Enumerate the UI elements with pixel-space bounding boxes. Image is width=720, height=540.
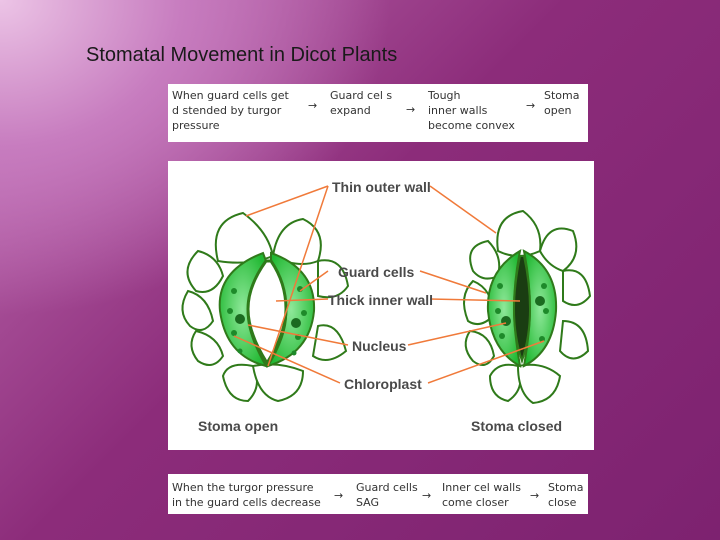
label-pointers xyxy=(233,185,545,384)
closing-step-3: Inner cel walls come closer xyxy=(442,481,521,509)
closed-guard-cells xyxy=(486,249,558,368)
closing-step-2: Guard cells SAG xyxy=(356,481,418,509)
label-thick-inner-wall: Thick inner wall xyxy=(328,292,433,308)
opening-step-3: Tough inner walls become convex xyxy=(428,89,515,132)
open-stoma-epidermal-cells xyxy=(181,211,350,403)
closing-step-4: Stoma close xyxy=(548,481,584,509)
opening-step-1: When guard cells get d stended by turgor… xyxy=(172,89,289,132)
page-title: Stomatal Movement in Dicot Plants xyxy=(86,44,398,66)
closed-stoma-epidermal-cells xyxy=(463,209,592,405)
arrow-icon: → xyxy=(422,489,432,502)
open-guard-cells xyxy=(218,251,316,368)
arrow-icon: → xyxy=(308,99,318,112)
label-stoma-open: Stoma open xyxy=(198,418,278,434)
arrow-icon: → xyxy=(334,489,344,502)
opening-step-4: Stoma open xyxy=(544,89,580,117)
stomata-diagram-svg: Thin outer wall Guard cells Thick inner … xyxy=(181,179,592,434)
stomata-diagram: Thin outer wall Guard cells Thick inner … xyxy=(168,161,594,450)
label-nucleus: Nucleus xyxy=(352,338,407,354)
opening-step-2: Guard cel s expand xyxy=(330,89,393,117)
label-chloroplast: Chloroplast xyxy=(344,376,422,392)
label-thin-outer-wall: Thin outer wall xyxy=(332,179,431,195)
opening-flow-box: When guard cells get d stended by turgor… xyxy=(168,84,588,142)
label-stoma-closed: Stoma closed xyxy=(471,418,562,434)
nucleus-left xyxy=(235,314,245,324)
arrow-icon: → xyxy=(406,103,416,116)
arrow-icon: → xyxy=(526,99,536,112)
arrow-icon: → xyxy=(530,489,540,502)
label-guard-cells: Guard cells xyxy=(338,264,414,280)
closing-step-1: When the turgor pressure in the guard ce… xyxy=(172,481,321,509)
closing-flow-box: When the turgor pressure in the guard ce… xyxy=(168,474,588,514)
